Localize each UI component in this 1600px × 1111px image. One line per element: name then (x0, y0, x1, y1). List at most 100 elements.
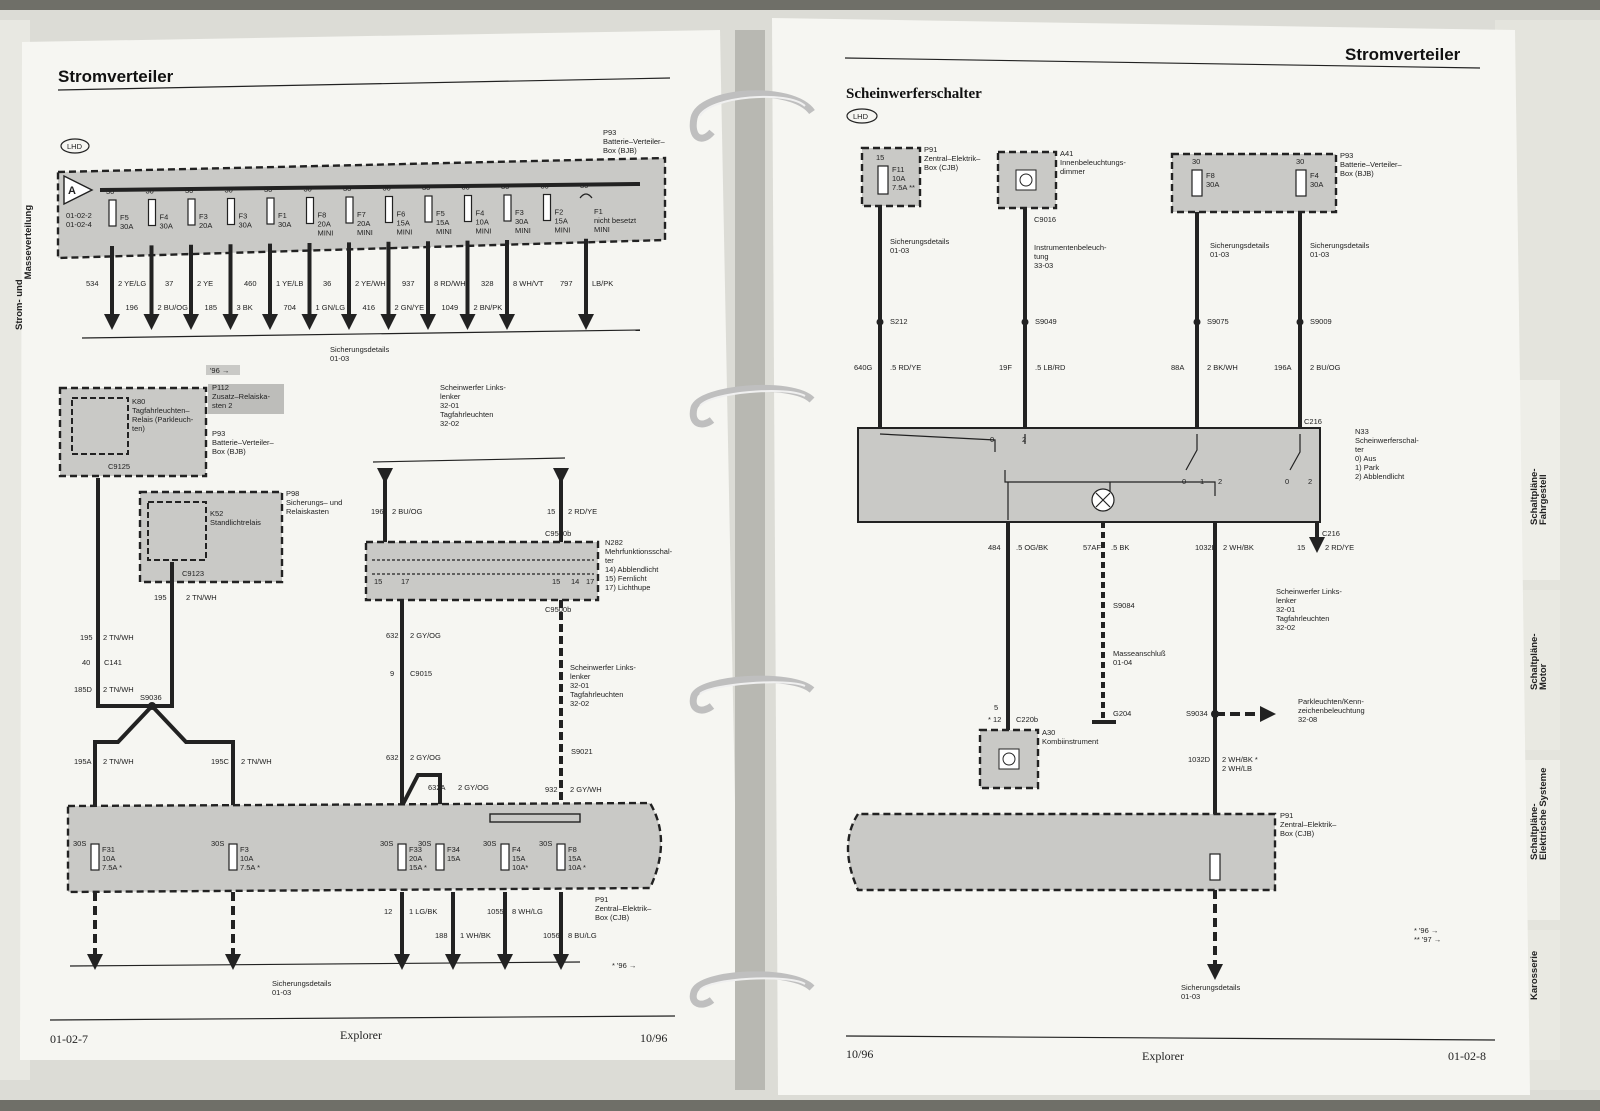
wire-circuit: 195C (211, 757, 230, 766)
cjb-fuse-term: 30S (418, 839, 431, 848)
footer-date-right: 10/96 (846, 1047, 873, 1061)
splice: S9036 (140, 693, 162, 702)
wire-632a (400, 773, 442, 807)
open-fuse-icon (579, 193, 593, 199)
f8-term: 30 (1192, 157, 1200, 166)
wire-circuit: 196 (371, 507, 384, 516)
cjb-fuse-term: 30S (211, 839, 224, 848)
switch-pin: 17 (586, 577, 594, 586)
c220b-label: C220b (1016, 715, 1038, 724)
footer-model-right: Explorer (1142, 1049, 1184, 1063)
wire-circuit: 88A (1171, 363, 1184, 372)
wire-color: 2 TN/WH (186, 593, 217, 602)
bjb-circuit: 704 (284, 303, 297, 312)
wire-color: 2 GY/OG (458, 783, 489, 792)
bjb-fuse (147, 198, 157, 227)
bjb-fuse-term: 30 (422, 183, 430, 192)
cjb-fuse-term: 30S (539, 839, 552, 848)
s9034-label: S9034 (1186, 709, 1208, 718)
n33-switch-box (857, 427, 1321, 523)
wire-circuit: 195 (80, 633, 93, 642)
c9125-label: C9125 (108, 462, 130, 471)
wire-color: .5 RD/YE (890, 363, 921, 372)
wire-circuit: 640G (854, 363, 873, 372)
bracket-bottom (69, 961, 581, 967)
wire-circuit: 195 (154, 593, 167, 602)
wire-circuit: 632 (386, 631, 399, 640)
splice-dot (1193, 318, 1201, 326)
wire-color: 2 BK/WH (1207, 363, 1238, 372)
bjb-wire-color: 2 YE/LG (118, 279, 146, 288)
year-note-bot: * '96 → (612, 961, 636, 970)
wire-color: 2 TN/WH (241, 757, 272, 766)
bjb-fuse-term: 30 (462, 183, 470, 192)
cjb-out-color: 1 LG/BK (409, 907, 437, 916)
lhd-badge-right: LHD (846, 108, 878, 124)
bjb-fuse (345, 196, 354, 224)
cjb-fuse-term: 30S (73, 839, 86, 848)
f4-term: 30 (1296, 157, 1304, 166)
diagram-title: Scheinwerferschalter (846, 86, 982, 102)
splice: S9021 (571, 747, 593, 756)
wire-circuit: 185D (74, 685, 93, 694)
bjb-wire-color: 3 BK (237, 303, 253, 312)
wire-195-right (130, 562, 174, 708)
wire-color: 2 GY/WH (570, 785, 602, 794)
switch-pin: 0 (1182, 477, 1186, 486)
wire-circuit: 632 (386, 753, 399, 762)
bjb-fuse (384, 195, 394, 224)
bjb-circuit: 328 (481, 279, 494, 288)
splice-label: S9009 (1310, 317, 1332, 326)
bjb-circuit: 460 (244, 279, 257, 288)
bracket-line (81, 329, 641, 339)
section-tab-label: Schaltpläne-Motor (1529, 634, 1549, 691)
footer-page-right: 01-02-8 (1448, 1049, 1486, 1063)
switch-pin: 0 (990, 435, 994, 444)
wire-color: 2 TN/WH (103, 757, 134, 766)
bjb-fuse-term: 30 (225, 186, 233, 195)
bjb-fuse-term: 30 (580, 181, 588, 190)
splice-dot (1296, 318, 1304, 326)
bjb-fuse (108, 199, 117, 227)
wire-color: .5 LB/RD (1035, 363, 1066, 372)
bjb-wire-color: 8 RD/WH (434, 279, 466, 288)
wire-circuit: 15 (1297, 543, 1305, 552)
year-note-top: '96 → (210, 366, 229, 375)
wire-color: 2 GY/OG (410, 631, 441, 640)
cjb-out-color: 8 WH/LG (512, 907, 543, 916)
a30-kombi-box (978, 728, 1040, 790)
wire-circuit: 57AF (1083, 543, 1101, 552)
bjb-circuit: 1049 (442, 303, 459, 312)
right-page-header: Stromverteiler (1345, 45, 1461, 64)
cjb-fuse-term: 30S (380, 839, 393, 848)
a30-pin: 5 (994, 703, 998, 712)
lhd-badge-text: LHD (67, 142, 83, 151)
wire-color: 2 GY/OG (410, 753, 441, 762)
